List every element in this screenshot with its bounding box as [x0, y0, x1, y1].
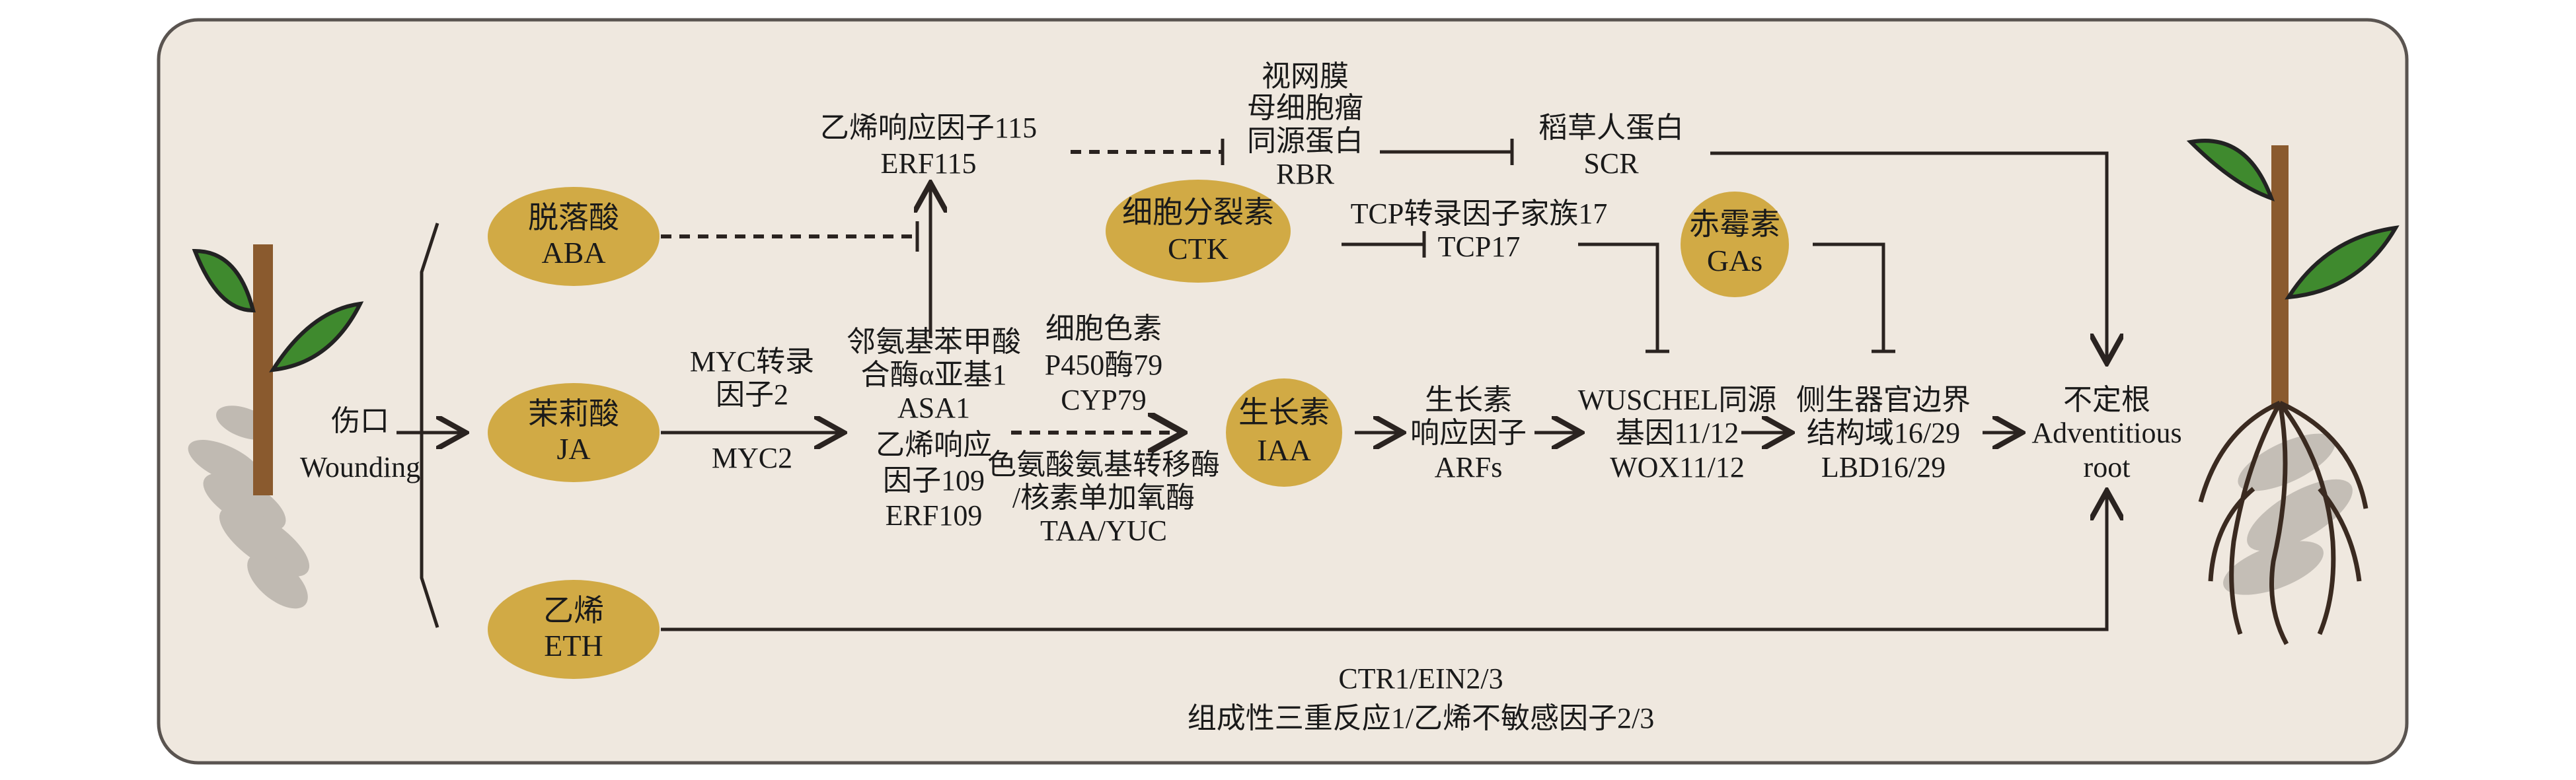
gene-label-line: 响应因子	[1410, 417, 1527, 449]
label-erf115: 乙烯响应因子115 ERF115	[820, 112, 1037, 180]
gene-label-line: 生长素	[1425, 384, 1512, 416]
ctk-en: CTK	[1168, 232, 1229, 266]
eth-zh: 乙烯	[543, 594, 604, 627]
gene-label-line: CTR1/EIN2/3	[1338, 662, 1503, 695]
gene-label-line: MYC转录	[690, 345, 814, 378]
label-adventitious-root: 不定根 Adventitious root	[2031, 384, 2181, 483]
edge-scr-root	[1710, 151, 2107, 360]
wounded-plant-illustration	[188, 244, 364, 609]
gene-label-line: 乙烯响应因子115	[820, 112, 1037, 144]
gene-label-line: 稻草人蛋白	[1538, 112, 1684, 144]
gene-label-line: TCP17	[1438, 230, 1521, 263]
node-eth: 乙烯 ETH	[488, 580, 660, 679]
node-gas: 赤霉素 GAs	[1681, 192, 1789, 297]
gene-label-line: WOX11/12	[1610, 451, 1745, 483]
gene-label-line: ERF109	[886, 499, 983, 532]
label-cyp79: 细胞色素 P450酶79 CYP79	[1045, 312, 1162, 416]
label-myc2: MYC转录 因子2 MYC2	[690, 345, 814, 474]
gene-label-line: 邻氨基苯甲酸	[847, 326, 1021, 358]
gas-zh: 赤霉素	[1689, 207, 1780, 241]
ja-zh: 茉莉酸	[528, 397, 619, 431]
aba-zh: 脱落酸	[528, 201, 619, 234]
label-asa1-erf109: 邻氨基苯甲酸 合酶α亚基1 ASA1 乙烯响应 因子109 ERF109	[847, 326, 1021, 532]
label-rbr: 视网膜 母细胞瘤 同源蛋白 RBR	[1247, 60, 1363, 190]
gene-label-line: /核素单加氧酶	[1012, 481, 1195, 514]
gene-label-line: 因子2	[716, 378, 788, 411]
edge-tcp17-wox	[1578, 242, 1659, 351]
gene-label-line: MYC2	[712, 442, 792, 474]
label-ctr1-ein2: CTR1/EIN2/3 组成性三重反应1/乙烯不敏感因子2/3	[1188, 662, 1654, 734]
label-lbd: 侧生器官边界 结构域16/29 LBD16/29	[1796, 384, 1971, 483]
gene-label-line: LBD16/29	[1821, 451, 1946, 483]
gas-en: GAs	[1707, 244, 1762, 277]
rooted-plant-illustration	[2186, 139, 2400, 645]
gene-label-line: root	[2084, 451, 2131, 483]
hormone-bracket	[420, 223, 439, 628]
gene-label-line: 侧生器官边界	[1796, 384, 1971, 416]
gene-label-line: TAA/YUC	[1040, 514, 1167, 547]
gene-label-line: P450酶79	[1045, 349, 1162, 381]
gene-label-line: TCP转录因子家族17	[1351, 197, 1608, 230]
label-tcp17: TCP转录因子家族17 TCP17	[1351, 197, 1608, 263]
aba-en: ABA	[541, 236, 605, 269]
gene-label-line: CYP79	[1061, 384, 1147, 416]
gene-label-line: 不定根	[2063, 384, 2150, 416]
gene-label-line: 母细胞瘤	[1247, 92, 1363, 124]
gene-label-line: RBR	[1276, 158, 1335, 190]
gene-label-line: ASA1	[897, 392, 970, 424]
gene-label-line: 乙烯响应	[876, 429, 992, 461]
gene-label-line: 色氨酸氨基转移酶	[987, 448, 1220, 481]
edge-eth-root	[661, 494, 2107, 631]
pathway-edges	[661, 139, 2107, 631]
wounding-en: Wounding	[300, 451, 420, 483]
node-ja: 茉莉酸 JA	[488, 383, 660, 482]
label-wox: WUSCHEL同源 基因11/12 WOX11/12	[1578, 384, 1777, 483]
gene-label-line: SCR	[1583, 147, 1639, 180]
node-iaa: 生长素 IAA	[1226, 378, 1342, 487]
eth-en: ETH	[544, 629, 603, 662]
gene-label-line: ARFs	[1435, 451, 1503, 483]
gene-label-line: 因子109	[883, 464, 985, 497]
node-ctk: 细胞分裂素 CTK	[1106, 180, 1291, 283]
node-aba: 脱落酸 ABA	[488, 187, 660, 286]
gene-label-line: 结构域16/29	[1807, 417, 1960, 449]
gene-label-line: 基因11/12	[1616, 417, 1739, 449]
gene-label-line: 细胞色素	[1045, 312, 1162, 345]
ja-en: JA	[556, 432, 590, 466]
wounding-zh: 伤口	[331, 405, 389, 437]
gene-label-line: 同源蛋白	[1247, 125, 1363, 157]
ctk-zh: 细胞分裂素	[1122, 195, 1274, 229]
label-taa-yuc: 色氨酸氨基转移酶 /核素单加氧酶 TAA/YUC	[987, 448, 1220, 547]
gene-label-line: 合酶α亚基1	[860, 359, 1006, 391]
gene-label-line: WUSCHEL同源	[1578, 384, 1777, 416]
gene-label-line: Adventitious	[2031, 417, 2181, 449]
gene-label-line: 组成性三重反应1/乙烯不敏感因子2/3	[1188, 702, 1654, 734]
gene-label-line: 视网膜	[1262, 60, 1349, 92]
iaa-zh: 生长素	[1238, 396, 1330, 429]
edge-gas-lbd	[1813, 242, 1885, 351]
gene-label-line: ERF115	[880, 147, 976, 180]
label-arfs: 生长素 响应因子 ARFs	[1410, 384, 1527, 483]
iaa-en: IAA	[1257, 433, 1311, 467]
label-scr: 稻草人蛋白 SCR	[1538, 112, 1684, 180]
